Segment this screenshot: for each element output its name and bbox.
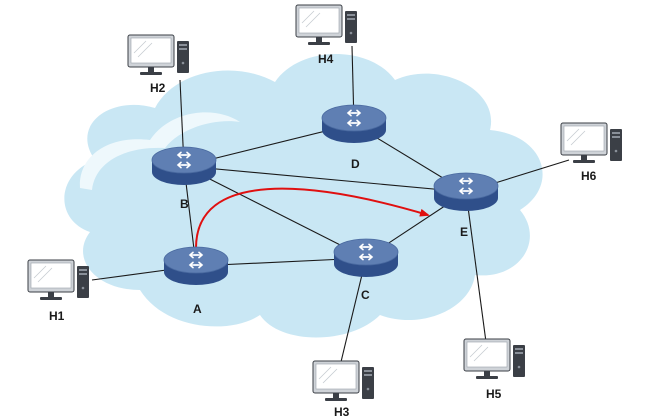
link-h5-e (465, 191, 487, 343)
router-label-c: C (361, 288, 370, 302)
host-h1-computer-icon (27, 259, 89, 300)
router-a-router-icon (163, 246, 229, 285)
link-b-e (183, 165, 467, 193)
host-h4-computer-icon (295, 4, 357, 45)
router-b-router-icon (151, 146, 217, 185)
router-label-e: E (460, 225, 468, 239)
host-label-h5: H5 (486, 387, 502, 401)
host-h3-computer-icon (312, 360, 374, 401)
routers (151, 104, 499, 285)
host-label-h4: H4 (318, 52, 334, 66)
path-arrow-a-to-e (195, 187, 430, 249)
router-c-router-icon (333, 238, 399, 277)
router-e-router-icon (433, 172, 499, 211)
host-h2-computer-icon (127, 34, 189, 75)
host-label-h2: H2 (150, 81, 166, 95)
router-label-d: D (351, 157, 360, 171)
host-label-h6: H6 (581, 169, 597, 183)
link-b-c (183, 165, 367, 259)
host-h6-computer-icon (560, 122, 622, 163)
router-label-a: A (193, 302, 202, 316)
host-label-h3: H3 (334, 405, 350, 419)
router-d-router-icon (321, 104, 387, 143)
host-label-h1: H1 (49, 309, 65, 323)
router-label-b: B (180, 197, 189, 211)
host-h5-computer-icon (463, 338, 525, 379)
hosts (27, 4, 622, 401)
